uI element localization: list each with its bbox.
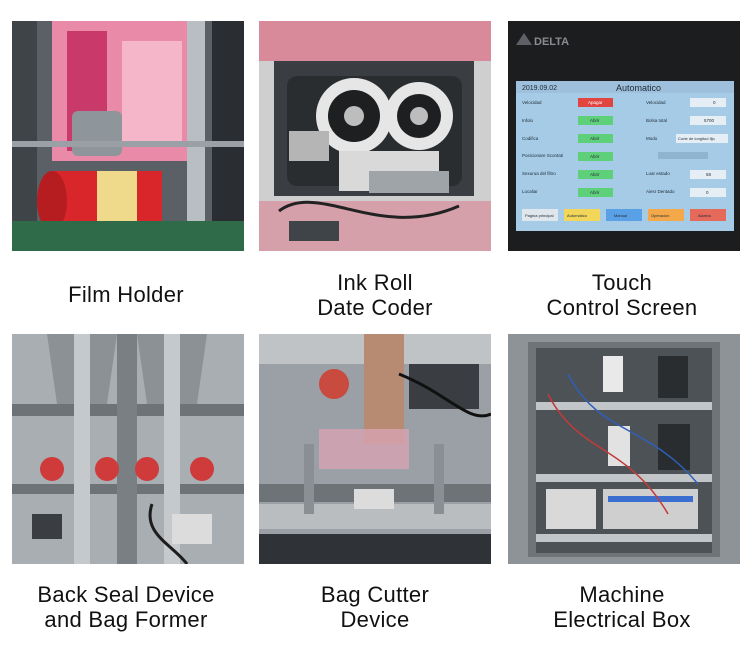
caption-line: and Bag Former bbox=[44, 607, 208, 632]
caption-line: Touch bbox=[591, 270, 653, 295]
back-seal-device-photo bbox=[12, 334, 244, 564]
svg-text:Posicionare Scontati: Posicionare Scontati bbox=[522, 153, 563, 158]
svg-text:Codifica: Codifica bbox=[522, 136, 539, 141]
screen-date: 2019.09.02 bbox=[522, 85, 557, 92]
screen-bottom-buttons: Pagina principal Automatico Manual Opera… bbox=[522, 209, 726, 221]
svg-text:Pagina principal: Pagina principal bbox=[525, 213, 554, 218]
svg-text:Operacion: Operacion bbox=[651, 213, 669, 218]
svg-text:Manual: Manual bbox=[614, 213, 627, 218]
svg-text:Abrir: Abrir bbox=[590, 154, 600, 159]
svg-text:Velocidad: Velocidad bbox=[522, 100, 542, 105]
screen-button bbox=[578, 98, 613, 107]
svg-text:Loar estado: Loar estado bbox=[646, 171, 670, 176]
bag-cutter-device-caption: Bag Cutter Device bbox=[250, 582, 500, 632]
caption-line: Control Screen bbox=[546, 295, 698, 320]
svg-text:Infolo: Infolo bbox=[522, 118, 534, 123]
caption-line: Back Seal Device bbox=[37, 582, 215, 607]
svg-text:Bolsa total: Bolsa total bbox=[646, 118, 667, 123]
caption-line: Electrical Box bbox=[553, 607, 691, 632]
screen-button bbox=[578, 170, 613, 179]
caption-line: Device bbox=[340, 607, 410, 632]
screen-button bbox=[578, 188, 613, 197]
touch-screen-illustration: DELTA 2019.09.02 Automatico Velocidad Ap… bbox=[508, 21, 740, 251]
caption-line: Date Coder bbox=[317, 295, 433, 320]
screen-button bbox=[578, 134, 613, 143]
svg-text:Sexurua del filtro: Sexurua del filtro bbox=[522, 171, 556, 176]
svg-text:5700: 5700 bbox=[704, 118, 715, 123]
svg-text:Apagar: Apagar bbox=[588, 100, 603, 105]
back-seal-device-caption: Back Seal Device and Bag Former bbox=[1, 582, 251, 632]
svg-text:0: 0 bbox=[706, 190, 709, 195]
screen-value-box bbox=[658, 152, 708, 159]
ink-roll-date-coder-photo bbox=[259, 21, 491, 251]
screen-right-rows: Velocidad 0 Bolsa total 5700 Modo Corte … bbox=[646, 98, 728, 197]
ink-roll-date-coder-caption: Ink Roll Date Coder bbox=[250, 270, 500, 320]
svg-text:Velocidad: Velocidad bbox=[646, 100, 666, 105]
svg-text:Abrir: Abrir bbox=[590, 118, 600, 123]
svg-text:Aiesr Dentado: Aiesr Dentado bbox=[646, 189, 675, 194]
svg-text:Localiar: Localiar bbox=[522, 189, 538, 194]
svg-text:0: 0 bbox=[713, 100, 716, 105]
svg-text:Corte de longitud fijo: Corte de longitud fijo bbox=[678, 136, 715, 141]
screen-value-box bbox=[690, 188, 726, 197]
screen-value-box bbox=[690, 170, 726, 179]
machine-electrical-box-caption: Machine Electrical Box bbox=[497, 582, 747, 632]
svg-text:Abrir: Abrir bbox=[590, 136, 600, 141]
bag-cutter-device-photo bbox=[259, 334, 491, 564]
screen-button bbox=[578, 116, 613, 125]
svg-text:Abrir: Abrir bbox=[590, 190, 600, 195]
caption-line: Ink Roll bbox=[337, 270, 413, 295]
svg-text:Automatico: Automatico bbox=[567, 213, 588, 218]
machine-electrical-box-photo bbox=[508, 334, 740, 564]
caption-line: Film Holder bbox=[68, 282, 184, 307]
screen-value-box bbox=[690, 116, 726, 125]
svg-text:Modo: Modo bbox=[646, 136, 658, 141]
caption-line: Bag Cutter bbox=[320, 582, 430, 607]
svg-text:Abrir: Abrir bbox=[590, 172, 600, 177]
svg-text:Alarma: Alarma bbox=[698, 213, 711, 218]
svg-text:58: 58 bbox=[706, 172, 712, 177]
screen-button bbox=[578, 152, 613, 161]
film-holder-photo bbox=[12, 21, 244, 251]
screen-value-box bbox=[676, 134, 728, 143]
screen-left-rows: Velocidad Apagar Infolo Abrir Codifica A… bbox=[522, 98, 613, 197]
caption-line: Machine bbox=[579, 582, 665, 607]
touch-control-screen-caption: Touch Control Screen bbox=[497, 270, 747, 320]
screen-value-box bbox=[690, 98, 726, 107]
film-holder-caption: Film Holder bbox=[1, 282, 251, 307]
screen-brand: DELTA bbox=[534, 36, 569, 48]
touch-control-screen-photo: DELTA 2019.09.02 Automatico Velocidad Ap… bbox=[508, 21, 740, 251]
screen-mode: Automatico bbox=[616, 83, 661, 93]
